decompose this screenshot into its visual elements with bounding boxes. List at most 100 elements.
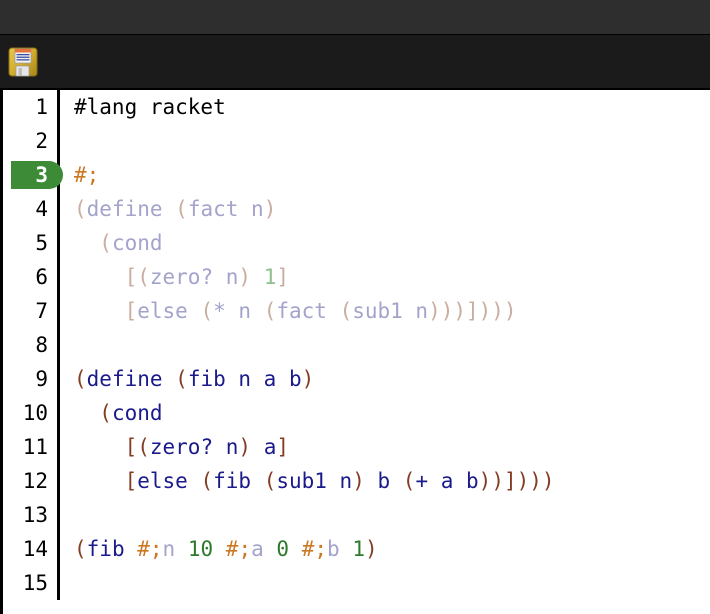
code-line-text[interactable]	[60, 124, 710, 158]
code-line-row[interactable]: 6 [(zero? n) 1]	[3, 260, 710, 294]
code-token: #;	[137, 537, 163, 561]
line-number: 1	[35, 95, 48, 119]
code-line-text[interactable]: [else (* n (fact (sub1 n)))])))	[60, 294, 710, 328]
code-line-row[interactable]: 11 [(zero? n) a]	[3, 430, 710, 464]
code-line-text[interactable]: [(zero? n) 1]	[60, 260, 710, 294]
code-token: (	[402, 469, 416, 493]
code-token	[213, 537, 226, 561]
code-line-row[interactable]: 7 [else (* n (fact (sub1 n)))])))	[3, 294, 710, 328]
code-token: fact	[276, 299, 340, 323]
code-line-row[interactable]: 12 [else (fib (sub1 n) b (+ a b))])))	[3, 464, 710, 498]
code-token: )	[263, 197, 277, 221]
line-number-gutter[interactable]: 2	[3, 124, 60, 158]
code-token: [	[124, 469, 138, 493]
code-token: cond	[111, 231, 163, 255]
code-token: zero? n	[149, 435, 239, 459]
code-token: [	[124, 299, 138, 323]
code-token: (	[263, 299, 277, 323]
line-number: 13	[22, 503, 48, 527]
code-line-text[interactable]: #lang racket	[60, 90, 710, 124]
line-number-gutter[interactable]: 6	[3, 260, 60, 294]
code-line-row[interactable]: 9(define (fib n a b)	[3, 362, 710, 396]
line-number: 5	[35, 231, 48, 255]
line-number: 11	[22, 435, 48, 459]
code-token: ))])))	[478, 469, 555, 493]
code-token	[74, 435, 125, 459]
line-number-gutter[interactable]: 5	[3, 226, 60, 260]
code-token: define	[86, 197, 176, 221]
line-number: 3	[35, 163, 48, 187]
code-token: (	[339, 299, 353, 323]
code-token: (	[74, 537, 87, 561]
line-number-gutter[interactable]: 8	[3, 328, 60, 362]
code-line-text[interactable]: (define (fact n)	[60, 192, 710, 226]
code-token: fact n	[187, 197, 264, 221]
code-token: (	[74, 367, 87, 391]
code-token	[74, 231, 99, 255]
code-line-row[interactable]: 5 (cond	[3, 226, 710, 260]
code-token	[74, 401, 99, 425]
code-line-row[interactable]: 15	[3, 566, 710, 600]
code-line-text[interactable]: #;	[60, 158, 710, 192]
code-token: )	[301, 367, 315, 391]
code-line-text[interactable]	[60, 328, 710, 362]
code-token: [(	[124, 265, 150, 289]
code-token: (	[175, 197, 188, 221]
code-token: #;	[225, 537, 252, 561]
code-token: 0	[276, 537, 290, 561]
code-line-row[interactable]: 13	[3, 498, 710, 532]
code-line-text[interactable]: (cond	[60, 396, 710, 430]
line-number-gutter[interactable]: 7	[3, 294, 60, 328]
line-number-gutter[interactable]: 10	[3, 396, 60, 430]
line-number-gutter[interactable]: 4	[3, 192, 60, 226]
code-line-row[interactable]: 14(fib #;n 10 #;a 0 #;b 1)	[3, 532, 710, 566]
code-token: (	[263, 469, 277, 493]
code-line-text[interactable]: [else (fib (sub1 n) b (+ a b))])))	[60, 464, 710, 498]
code-line-text[interactable]	[60, 566, 710, 600]
line-number-gutter[interactable]: 13	[3, 498, 60, 532]
code-token: define	[86, 367, 176, 391]
code-token: (	[175, 367, 188, 391]
code-token: #;	[74, 163, 100, 187]
code-token: zero? n	[149, 265, 239, 289]
code-line-row[interactable]: 4(define (fact n)	[3, 192, 710, 226]
line-number-gutter[interactable]: 12	[3, 464, 60, 498]
line-number-gutter[interactable]: 9	[3, 362, 60, 396]
code-token: 1	[352, 537, 365, 561]
code-token: sub1 n	[352, 299, 429, 323]
code-line-text[interactable]: (define (fib n a b)	[60, 362, 710, 396]
code-line-row[interactable]: 2	[3, 124, 710, 158]
code-token: a	[263, 435, 277, 459]
code-token: ]	[276, 265, 289, 289]
line-number-gutter[interactable]: 3	[3, 158, 63, 192]
code-line-row[interactable]: 8	[3, 328, 710, 362]
line-number-gutter[interactable]: 15	[3, 566, 60, 600]
line-number: 15	[22, 571, 48, 595]
line-number: 2	[35, 129, 48, 153]
code-token	[289, 537, 302, 561]
code-token: )	[352, 469, 378, 493]
code-line-row[interactable]: 10 (cond	[3, 396, 710, 430]
editor-toolbar	[0, 35, 710, 88]
line-number-gutter[interactable]: 1	[3, 90, 60, 124]
code-line-text[interactable]: (fib #;n 10 #;a 0 #;b 1)	[60, 532, 710, 566]
code-token: (	[200, 469, 214, 493]
code-line-text[interactable]: (cond	[60, 226, 710, 260]
code-line-text[interactable]	[60, 498, 710, 532]
code-line-text[interactable]: [(zero? n) a]	[60, 430, 710, 464]
code-token: )))])))	[428, 299, 517, 323]
code-token: #;	[301, 537, 328, 561]
code-line-row[interactable]: 1 #lang racket	[3, 90, 710, 124]
code-line-row[interactable]: 3 #;	[3, 158, 710, 192]
code-token: ]	[276, 435, 289, 459]
current-line-badge	[11, 161, 63, 189]
code-token: )	[238, 265, 264, 289]
line-number-gutter[interactable]: 11	[3, 430, 60, 464]
line-number-gutter[interactable]: 14	[3, 532, 60, 566]
code-token: cond	[111, 401, 163, 425]
code-token: * n	[213, 299, 264, 323]
save-button[interactable]	[5, 44, 41, 80]
